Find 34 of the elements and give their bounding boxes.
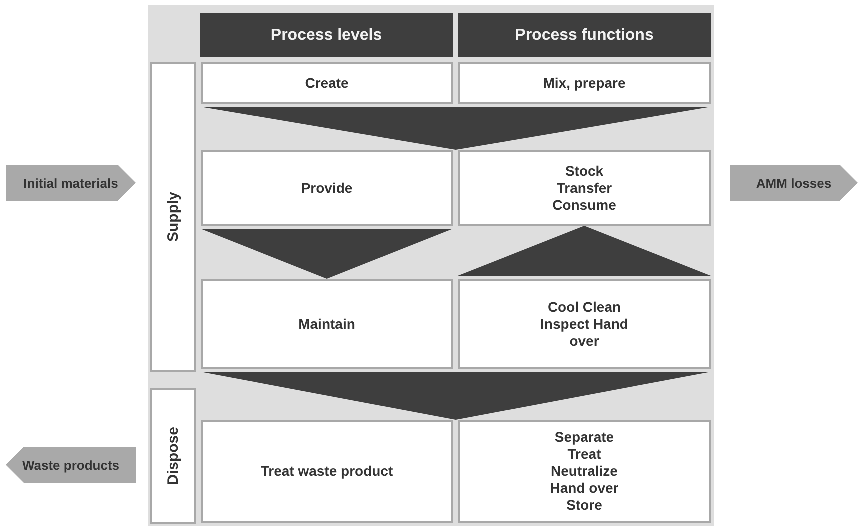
column-header	[458, 13, 711, 57]
node-label: Cool Clean Inspect Hand over	[540, 298, 630, 350]
node-label: Initial materials	[24, 174, 118, 192]
node-label: Mix, prepare	[543, 74, 626, 92]
phase-band	[150, 388, 196, 524]
process-box	[201, 279, 453, 369]
node-label: Process levels	[270, 26, 382, 44]
phase-band	[150, 62, 196, 372]
node-label: Dispose	[164, 426, 182, 486]
process-box	[201, 420, 453, 523]
node-label: Waste products	[22, 456, 120, 474]
process-box	[458, 150, 711, 226]
chevron-arrow	[201, 372, 711, 420]
process-box	[458, 420, 711, 523]
node-label: Separate Treat Neutralize Hand over Store	[549, 429, 620, 514]
node-label: Maintain	[298, 316, 356, 332]
chevron-arrow	[458, 226, 711, 276]
node-label: Process functions	[515, 26, 654, 44]
node-label: Supply	[164, 192, 182, 242]
node-label: Treat waste product	[260, 463, 394, 480]
node-label: Create	[305, 74, 349, 92]
output-arrow-shape	[6, 447, 136, 483]
node-label: AMM losses	[756, 174, 832, 192]
process-box	[201, 62, 453, 104]
process-box	[458, 62, 711, 104]
column-header	[200, 13, 453, 57]
chevron-arrow	[201, 229, 453, 279]
input-arrow-shape	[6, 165, 136, 201]
node-label: Provide	[301, 180, 353, 196]
chevron-arrow	[201, 107, 711, 150]
output-arrow-shape	[730, 165, 858, 201]
node-label: Stock Transfer Consume	[552, 162, 618, 214]
process-box	[201, 150, 453, 226]
process-box	[458, 279, 711, 369]
